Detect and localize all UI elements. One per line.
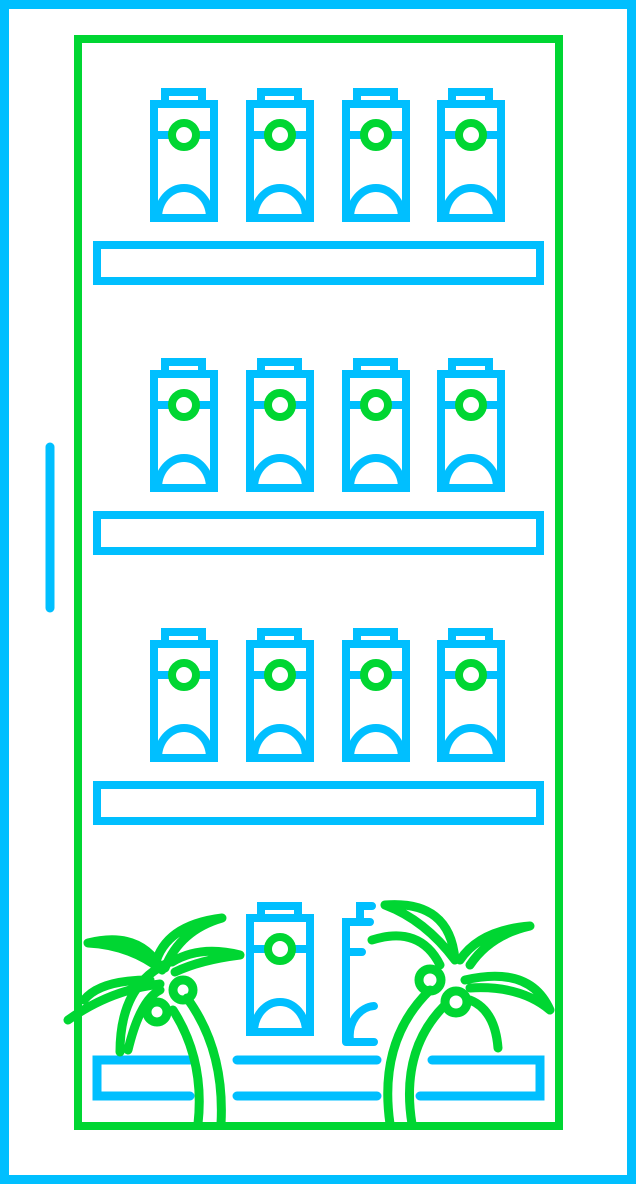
can-arch [441, 724, 501, 759]
palm-tree-icon [367, 900, 555, 1129]
drink-can-icon [437, 628, 505, 762]
bottom-shelf [92, 1055, 545, 1101]
can-logo-circle [168, 119, 200, 151]
coconut [414, 964, 446, 996]
palm-tree-icon [63, 913, 245, 1129]
can-body [246, 370, 314, 492]
can-arch [154, 454, 214, 489]
drink-can-icon [437, 358, 505, 492]
can-body [437, 370, 505, 492]
can-arch [154, 724, 214, 759]
can-body [342, 100, 410, 222]
can-arch [346, 454, 406, 489]
drink-can-icon [342, 88, 410, 222]
shelf-middle [232, 1055, 382, 1101]
can-arch [346, 184, 406, 219]
drink-can-icon [246, 628, 314, 762]
can-body [150, 370, 218, 492]
palm-frond [167, 946, 245, 977]
shelf-left [92, 1055, 195, 1101]
can-arch [346, 724, 406, 759]
palm-frond [380, 900, 460, 965]
can-logo-circle [264, 389, 296, 421]
shelf [93, 241, 544, 285]
can-arch [250, 184, 310, 219]
shelf-right [415, 1055, 545, 1101]
can-logo-circle [264, 933, 296, 965]
can-logo-circle [360, 659, 392, 691]
drink-can-icon [246, 902, 314, 1036]
palm-trunk [383, 985, 450, 1129]
drink-can-icon [246, 88, 314, 222]
can-logo-circle [168, 659, 200, 691]
can-logo-circle [168, 389, 200, 421]
drink-can-icon [150, 628, 218, 762]
can-body [437, 640, 505, 762]
drink-can-icon [246, 358, 314, 492]
palm-frond [460, 971, 555, 1015]
coconut [440, 986, 472, 1018]
can-body [437, 100, 505, 222]
palm-trunk [168, 993, 226, 1129]
can-body [342, 370, 410, 492]
drink-can-icon [150, 358, 218, 492]
can-body [342, 640, 410, 762]
can-arch [250, 998, 310, 1033]
palm-frond [150, 913, 227, 973]
can-body [246, 640, 314, 762]
palm-frond [367, 931, 445, 970]
can-arch [441, 454, 501, 489]
can-logo-circle [264, 119, 296, 151]
coconut [168, 975, 198, 1005]
can-arch [154, 184, 214, 219]
can-logo-circle [455, 659, 487, 691]
can-arch [250, 454, 310, 489]
can-body [150, 100, 218, 222]
can-partial [342, 902, 378, 1046]
drink-can-icon [342, 628, 410, 762]
can-arch [441, 184, 501, 219]
shelf [93, 511, 544, 555]
coconut [142, 997, 172, 1027]
can-body [246, 914, 314, 1036]
palm-frond [465, 995, 503, 1053]
can-logo-circle [360, 389, 392, 421]
can-logo-circle [360, 119, 392, 151]
fridge-door-glass [74, 35, 563, 1130]
can-logo-circle [455, 119, 487, 151]
can-body [150, 640, 218, 762]
drink-can-icon [342, 358, 410, 492]
can-body [246, 100, 314, 222]
drink-can-icon [150, 88, 218, 222]
drink-can-icon [437, 88, 505, 222]
shelf [93, 781, 544, 825]
can-arch [250, 724, 310, 759]
palm-frond [455, 921, 535, 970]
can-logo-circle [455, 389, 487, 421]
can-logo-circle [264, 659, 296, 691]
drink-can-icon [342, 902, 378, 1046]
palm-frond [63, 975, 165, 1025]
